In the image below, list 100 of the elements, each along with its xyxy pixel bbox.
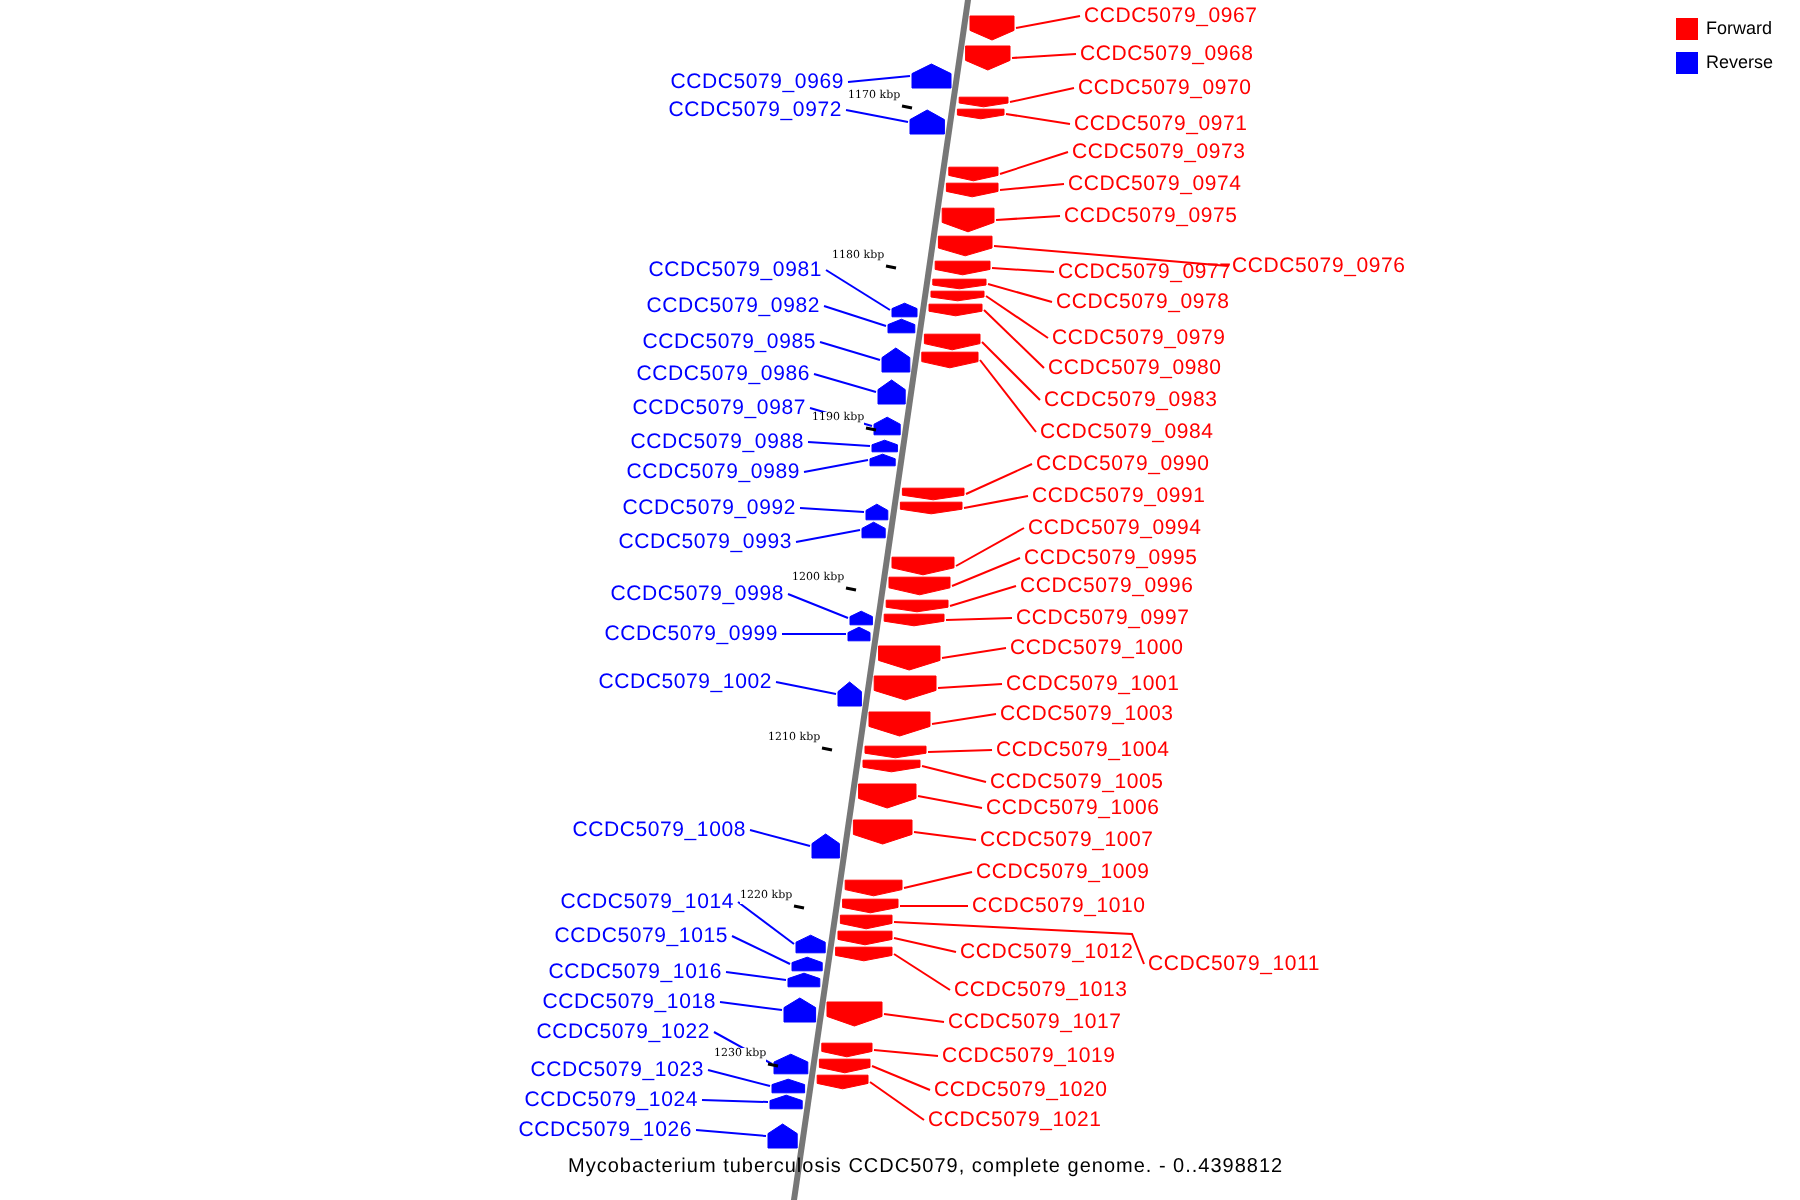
- gene-label: CCDC5079_1008: [572, 818, 746, 842]
- gene-glyph: [869, 453, 896, 467]
- gene-glyph: [937, 235, 993, 257]
- gene-label: CCDC5079_0994: [1028, 516, 1202, 540]
- leader-line: [871, 1065, 931, 1091]
- leader-line: [1005, 113, 1071, 125]
- leader-line: [963, 495, 1029, 509]
- legend-label: Forward: [1706, 18, 1773, 40]
- gene-glyph: [816, 1074, 869, 1090]
- leader-line: [869, 1081, 925, 1121]
- gene-glyph: [941, 207, 995, 233]
- gene-label: CCDC5079_0995: [1024, 546, 1198, 570]
- gene-label: CCDC5079_1012: [960, 940, 1134, 964]
- gene-label: CCDC5079_0969: [670, 70, 844, 94]
- gene-glyph: [878, 645, 941, 671]
- gene-glyph: [909, 109, 945, 135]
- leader-line: [873, 1049, 939, 1057]
- gene-glyph: [821, 1042, 873, 1058]
- leader-line: [787, 593, 849, 619]
- leader-line: [903, 871, 973, 889]
- gene-label: CCDC5079_0974: [1068, 172, 1242, 196]
- gene-label: CCDC5079_1018: [542, 990, 716, 1014]
- gene-label: CCDC5079_0977: [1058, 260, 1232, 284]
- leader-line: [893, 953, 951, 991]
- leader-line: [795, 529, 861, 543]
- gene-glyph: [877, 379, 906, 405]
- gene-label: CCDC5079_1001: [1006, 672, 1180, 696]
- gene-glyph: [928, 303, 983, 317]
- gene-label: CCDC5079_0992: [622, 496, 796, 520]
- gene-glyph: [769, 1094, 803, 1110]
- leader-line: [955, 527, 1025, 567]
- gene-label: CCDC5079_0989: [626, 460, 800, 484]
- gene-glyph: [852, 819, 913, 845]
- gene-glyph: [934, 260, 991, 276]
- leader-line: [899, 905, 969, 907]
- leader-line: [991, 267, 1055, 273]
- gene-label: CCDC5079_1014: [560, 890, 734, 914]
- gene-glyph: [811, 833, 840, 859]
- gene-glyph: [862, 759, 921, 773]
- gene-glyph: [868, 711, 931, 737]
- gene-label: CCDC5079_0993: [618, 530, 792, 554]
- leader-line: [807, 441, 871, 447]
- leader-line: [983, 309, 1045, 369]
- leader-line: [725, 971, 787, 981]
- gene-glyph: [787, 972, 821, 988]
- leader-line: [719, 1001, 783, 1011]
- leader-line: [951, 557, 1021, 587]
- gene-glyph: [958, 96, 1009, 108]
- leader-line: [749, 829, 811, 847]
- gene-glyph: [956, 108, 1005, 120]
- gene-label: CCDC5079_0967: [1084, 4, 1258, 28]
- gene-label: CCDC5079_1019: [942, 1044, 1116, 1068]
- gene-glyph: [921, 351, 979, 369]
- leader-line: [737, 901, 795, 945]
- gene-glyph: [783, 997, 817, 1023]
- gene-glyph: [948, 166, 999, 182]
- gene-label: CCDC5079_0982: [646, 294, 820, 318]
- gene-glyph: [849, 610, 873, 626]
- gene-glyph: [885, 599, 949, 613]
- gene-label: CCDC5079_0991: [1032, 484, 1206, 508]
- gene-label: CCDC5079_1013: [954, 978, 1128, 1002]
- gene-label: CCDC5079_1010: [972, 894, 1146, 918]
- gene-glyph: [945, 182, 999, 198]
- gene-glyph: [965, 45, 1011, 71]
- leader-line: [883, 1013, 945, 1023]
- leader-line: [993, 245, 1229, 267]
- leader-line: [917, 795, 983, 809]
- gene-glyph: [901, 487, 965, 501]
- gene-label: CCDC5079_1016: [548, 960, 722, 984]
- gene-glyph: [873, 416, 901, 436]
- gene-glyph: [844, 879, 903, 897]
- gene-glyph: [891, 302, 918, 318]
- leader-line: [979, 359, 1037, 433]
- gene-label: CCDC5079_1011: [1148, 952, 1321, 976]
- leader-line: [1015, 15, 1081, 29]
- gene-label: CCDC5079_0970: [1078, 76, 1252, 100]
- leader-line: [1011, 53, 1077, 59]
- gene-glyph: [795, 934, 826, 954]
- gene-label: CCDC5079_0980: [1048, 356, 1222, 380]
- gene-label: CCDC5079_0968: [1080, 42, 1254, 66]
- leader-line: [913, 831, 977, 841]
- leader-line: [847, 75, 911, 83]
- gene-label: CCDC5079_1026: [518, 1118, 692, 1142]
- gene-glyph: [835, 946, 893, 962]
- gene-label: CCDC5079_1005: [990, 770, 1164, 794]
- leader-line: [965, 463, 1033, 495]
- gene-glyph: [858, 783, 917, 809]
- leader-line: [695, 1129, 767, 1137]
- gene-label: CCDC5079_0998: [610, 582, 784, 606]
- gene-glyph: [837, 930, 893, 946]
- leader-line: [999, 151, 1069, 175]
- leader-line: [921, 765, 987, 783]
- gene-label: CCDC5079_0996: [1020, 574, 1194, 598]
- gene-label: CCDC5079_1017: [948, 1010, 1122, 1034]
- leader-line: [999, 183, 1065, 191]
- gene-glyph: [888, 576, 951, 596]
- gene-label: CCDC5079_0978: [1056, 290, 1230, 314]
- gene-glyph: [826, 1001, 883, 1027]
- gene-glyph: [818, 1058, 871, 1074]
- gene-glyph: [881, 347, 911, 373]
